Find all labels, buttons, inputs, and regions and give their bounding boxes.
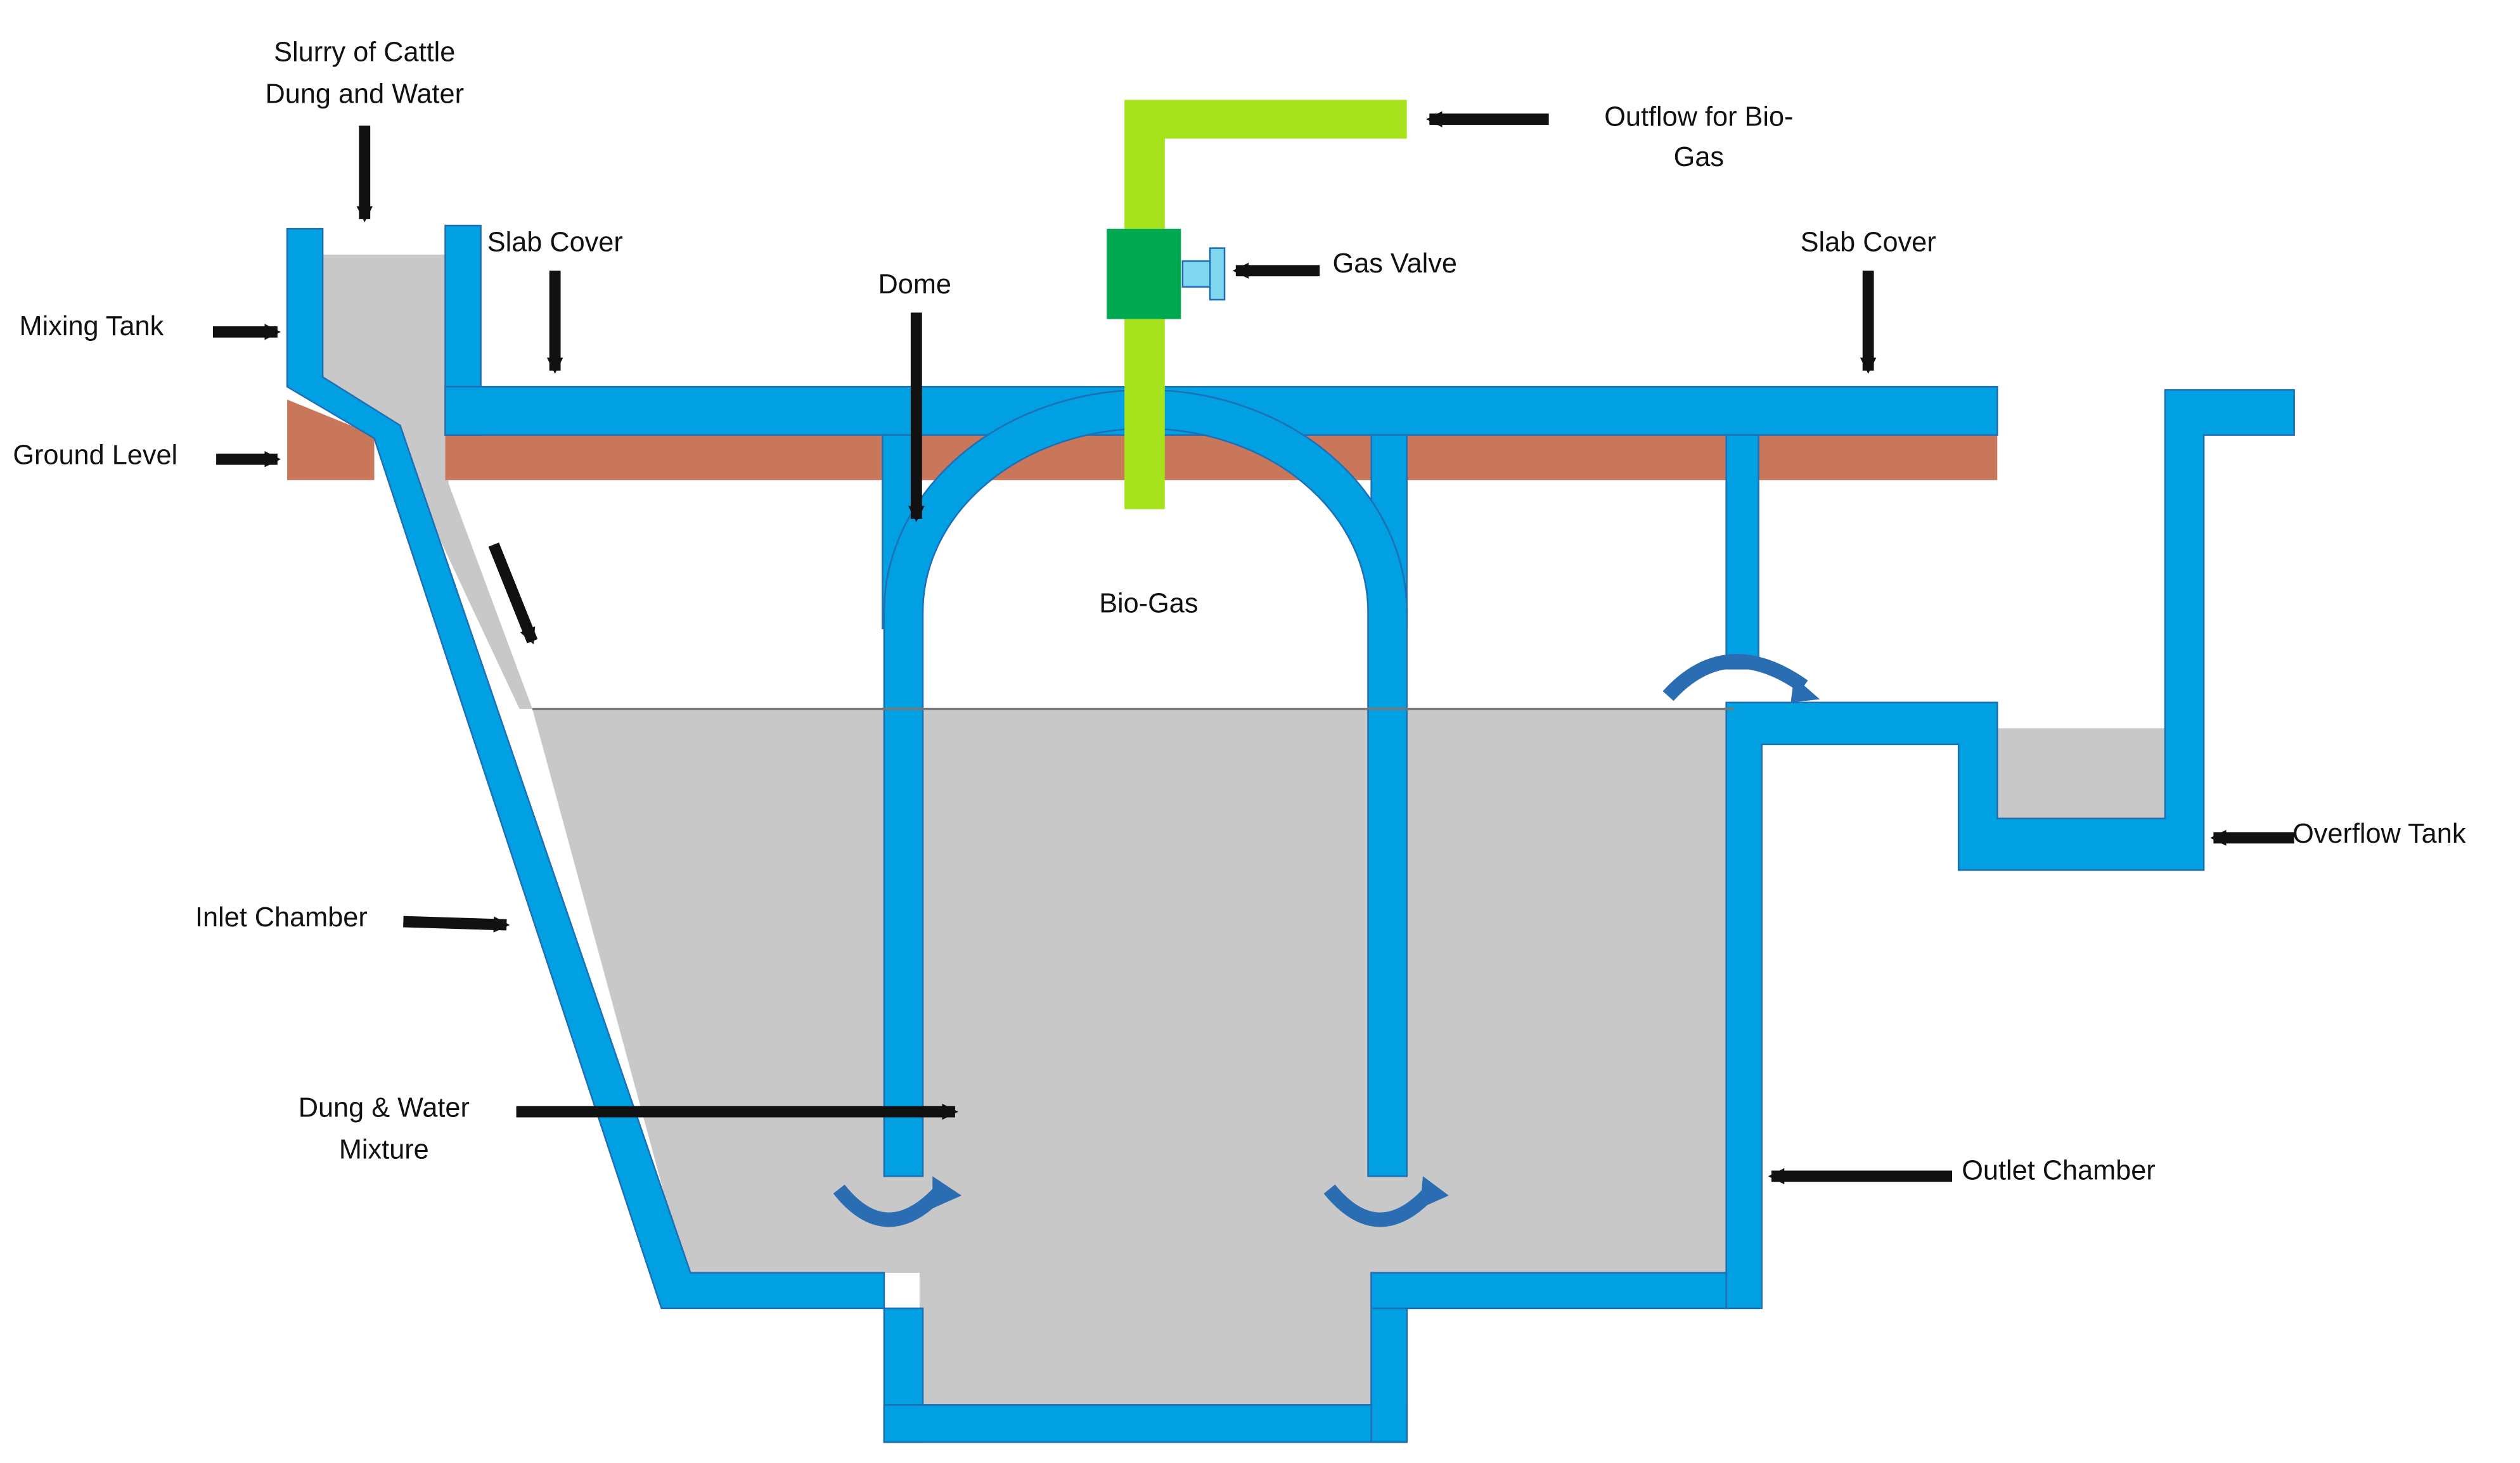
label-mixture-line1: Dung & Water	[299, 1092, 470, 1123]
digester-bottom-right-floor	[1370, 1272, 1759, 1310]
arrow-inlet-flow	[488, 542, 538, 644]
flow-arrow-right	[1323, 1176, 1449, 1227]
gas-valve-body	[1107, 229, 1181, 319]
label-outlet-chamber: Outlet Chamber	[1962, 1155, 2155, 1185]
arrow-inlet-chamber	[403, 916, 510, 933]
label-gas-valve: Gas Valve	[1333, 248, 1457, 279]
label-inlet-chamber: Inlet Chamber	[195, 902, 368, 933]
label-slab-cover-right: Slab Cover	[1801, 227, 1936, 258]
gas-outflow-pipe	[1124, 99, 1407, 509]
ground-level-main	[445, 435, 1998, 480]
outlet-chamber-wall	[1725, 389, 2295, 1310]
label-slab-cover-left: Slab Cover	[487, 227, 623, 258]
label-mixture-line2: Mixture	[339, 1134, 429, 1165]
overflow-slurry	[1997, 728, 2165, 819]
label-outflow-line1: Outflow for Bio-	[1604, 101, 1793, 132]
label-dome: Dome	[878, 269, 951, 300]
label-slurry-line1: Slurry of Cattle	[274, 37, 455, 68]
flow-arrow-overflow	[1662, 654, 1820, 703]
dome	[883, 389, 1408, 1177]
label-mixing-tank: Mixing Tank	[20, 311, 164, 342]
gas-valve-handle	[1209, 247, 1226, 301]
slab-support-right	[1725, 434, 1759, 670]
label-overflow-tank: Overflow Tank	[2292, 819, 2466, 849]
label-ground-level: Ground Level	[13, 440, 177, 470]
label-slurry-line2: Dung and Water	[266, 79, 464, 110]
digester-bottom-plate	[883, 1404, 1408, 1443]
ground-level-left	[287, 399, 375, 480]
digester-slurry	[532, 708, 1735, 1415]
inlet-slurry	[323, 254, 532, 709]
flow-arrow-left	[833, 1176, 962, 1227]
label-outflow-line2: Gas	[1674, 142, 1724, 172]
label-bio-gas: Bio-Gas	[1099, 588, 1198, 618]
